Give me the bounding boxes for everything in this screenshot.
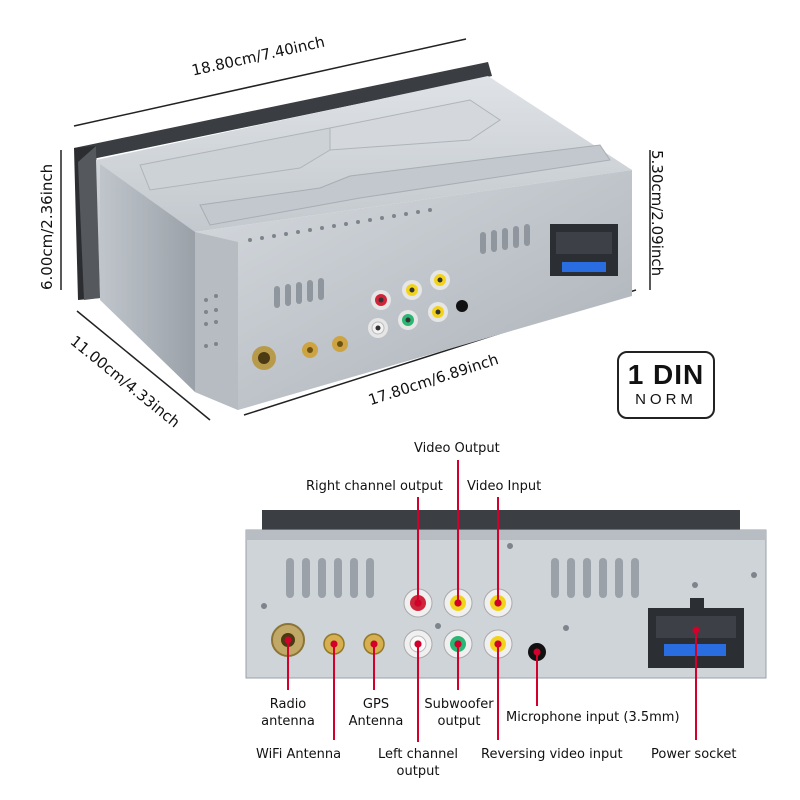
label-video-input: Video Input (467, 479, 542, 494)
label-gps-antenna-text: GPS Antenna (348, 697, 404, 729)
label-power-socket: Power socket (651, 747, 737, 762)
isometric-unit-illustration (60, 38, 651, 421)
label-reversing-video-input: Reversing video input (481, 747, 623, 762)
din-badge: 1 DIN NORM (617, 351, 715, 419)
label-microphone-input: Microphone input (3.5mm) (506, 710, 680, 725)
din-badge-subtitle: NORM (635, 391, 697, 408)
label-subwoofer-output: Subwoofer output (416, 696, 502, 730)
label-gps-antenna: GPS Antenna (344, 696, 408, 730)
label-left-channel-output: Left channel output (370, 746, 466, 780)
label-left-channel-output-text: Left channel output (377, 747, 459, 779)
din-badge-title: 1 DIN (627, 359, 705, 390)
label-radio-antenna: Radio antenna (258, 696, 318, 730)
label-radio-antenna-text: Radio antenna (261, 697, 315, 729)
label-video-output: Video Output (414, 441, 500, 456)
label-subwoofer-output-text: Subwoofer output (424, 697, 494, 729)
label-right-channel-output: Right channel output (306, 479, 443, 494)
label-wifi-antenna: WiFi Antenna (256, 747, 342, 762)
